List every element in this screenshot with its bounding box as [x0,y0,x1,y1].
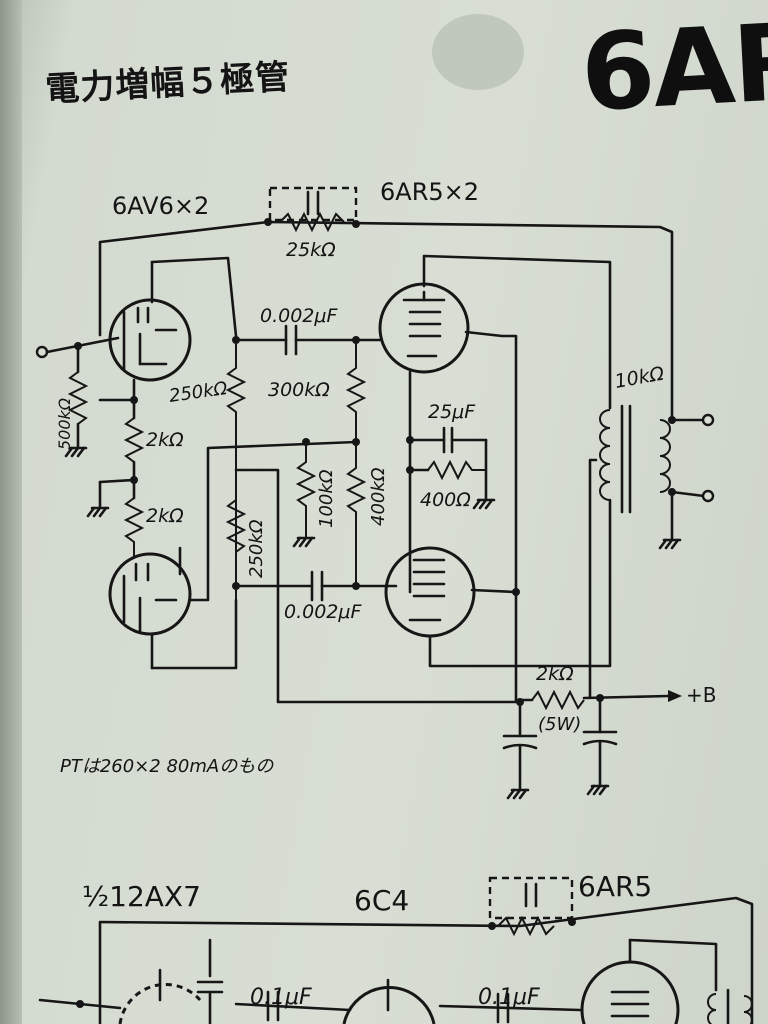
cathode-bias-resistor-symbol [427,459,486,481]
bottom-cap-1-label: 0.1μF [250,985,312,1010]
input-terminal [35,345,49,359]
cathode-resistor-upper-label: 2kΩ [146,429,184,451]
supply-resistor-symbol [531,689,585,711]
feedback-cap-box [268,186,358,222]
cathode-resistor-upper-symbol [123,417,145,463]
feedback-resistor-label: 25kΩ [286,239,336,261]
output-terminal-lower [701,489,715,503]
bottom-feedback-resistor-symbol [497,915,555,937]
bottom-tube-1-label: ½12AX7 [82,880,201,913]
supply-arrow [668,690,682,702]
transformer-secondary-coil [659,419,671,493]
bottom-tube-2-label: 6C4 [354,884,409,917]
cathode-resistor-lower-label: 2kΩ [146,505,184,527]
supply-label: +B [686,683,716,707]
output-terminal-upper [701,413,715,427]
coupling-cap-upper-label: 0.002μF [260,305,338,327]
page-gutter [0,0,22,1024]
supply-resistor-power-label: (5W) [538,714,581,735]
driver-tube-label: 6AV6×2 [112,192,209,220]
coupling-cap-lower-label: 0.002μF [284,601,362,623]
feedback-resistor-symbol [279,211,345,233]
supply-resistor-label: 2kΩ [536,663,574,685]
cathode-bias-resistor-label: 400Ω [420,489,471,511]
cathode-resistor-lower-symbol [123,497,145,556]
transformer-primary-coil [599,409,611,501]
plate-resistor-lower-label: 250kΩ [246,519,267,578]
bottom-tube-1 [118,982,202,1024]
grid-resistor-lower-label: 400kΩ [368,467,389,526]
grid-resistor-upper-label: 300kΩ [268,379,330,401]
top-schematic: 6AV6×2 6AR5×2 25kΩ 500kΩ 2kΩ 2kΩ 250kΩ 2… [35,178,716,800]
plate-resistor-upper-label: 250kΩ [168,378,229,407]
plate-resistor-lower-symbol [225,499,247,553]
bottom-tube-3-label: 6AR5 [578,870,652,903]
ghost-print-mark [432,14,524,90]
cathode-cap-label: 25μF [428,401,476,423]
driver-tube-upper [108,298,192,382]
grid-resistor-upper-symbol [345,340,367,442]
balance-resistor-symbol [295,442,317,538]
driver-tube-lower [108,552,192,636]
bottom-transformer-coil [707,993,717,1024]
transformer-primary-label: 10kΩ [613,363,666,393]
grid-resistor-lower-symbol [345,442,367,586]
bottom-feedback-cap-box [488,876,574,920]
input-resistor-label: 500kΩ [55,397,74,450]
output-tube-label: 6AR5×2 [380,178,479,206]
bottom-cap-2-label: 0.1μF [478,985,540,1010]
pt-note: PTは260×2 80mAのもの [60,756,274,777]
bottom-schematic: ½12AX7 6C4 6AR5 0.1μF 0.1μF [38,870,754,1024]
input-resistor-symbol [67,371,89,425]
balance-resistor-label: 100kΩ [316,469,337,528]
plate-resistor-upper-symbol [225,344,247,600]
